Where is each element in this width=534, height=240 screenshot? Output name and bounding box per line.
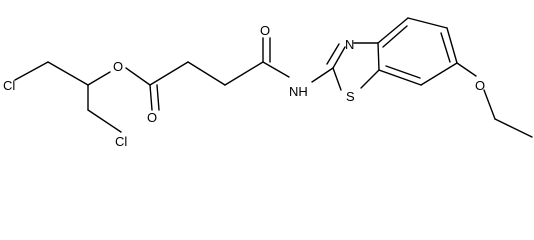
dichloropropyl-bonds: [14, 61, 122, 133]
ethoxy-bonds: [456, 62, 533, 138]
amide-carbonyl-oxygen-atom: O: [260, 23, 270, 38]
benzothiazole-bonds: [311, 17, 458, 91]
amide-nitrogen-atom: NH: [289, 84, 308, 99]
chlorine-atom-bottom: Cl: [115, 134, 127, 149]
ester-oxygen-atom: O: [113, 59, 123, 74]
thiazole-nitrogen-atom: N: [345, 37, 354, 52]
succinyl-chain-bonds: [125, 37, 290, 111]
thiazole-sulfur-atom: S: [346, 89, 355, 104]
chemical-structure: Cl Cl O O O NH N S O: [3, 17, 533, 149]
ether-oxygen-atom: O: [475, 78, 485, 93]
chlorine-atom-top: Cl: [3, 78, 15, 93]
ester-carbonyl-oxygen-atom: O: [147, 110, 157, 125]
